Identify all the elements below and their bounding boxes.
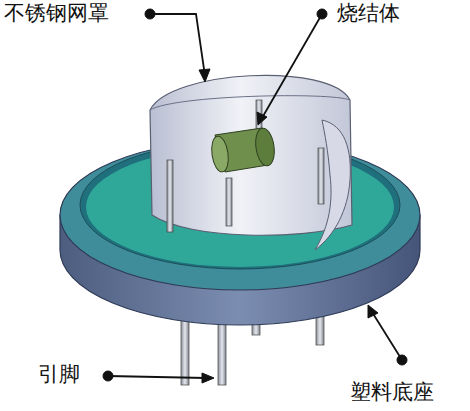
part-label: 塑料底座 (350, 380, 434, 405)
part-label: 烧结体 (337, 1, 400, 26)
part-label: 不锈钢网罩 (4, 1, 109, 26)
part-label: 引脚 (38, 362, 80, 387)
